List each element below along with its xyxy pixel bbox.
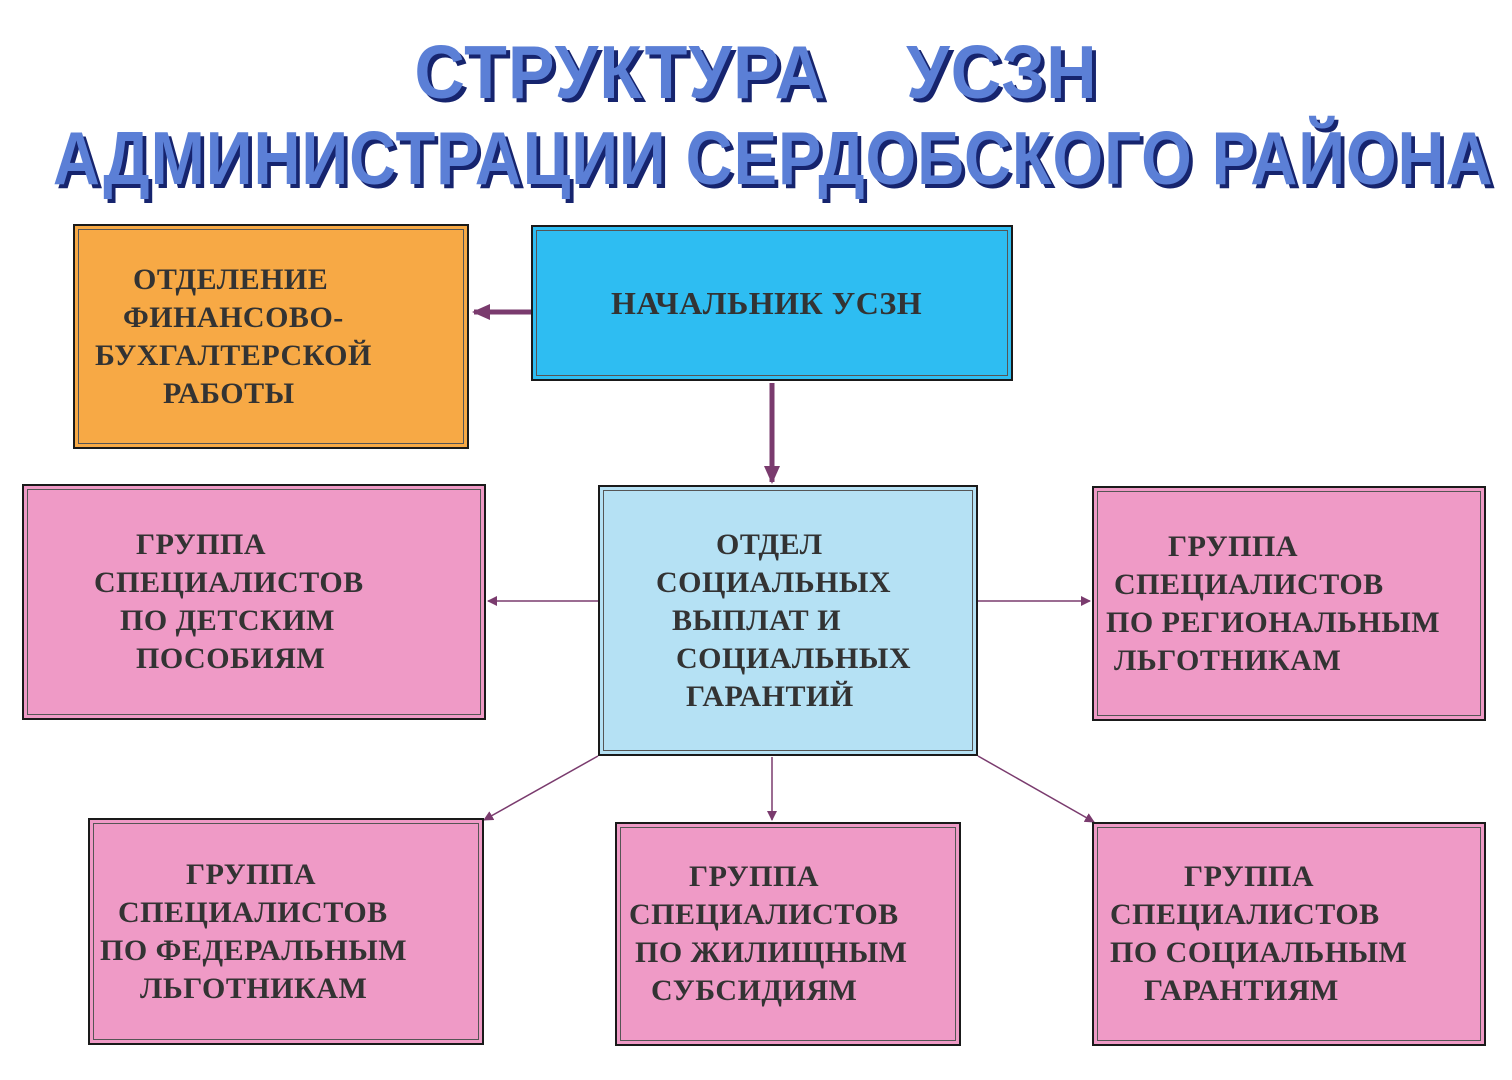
head-of-uszn-box: НАЧАЛЬНИК УСЗН xyxy=(531,225,1013,381)
title-line-2: АДМИНИСТРАЦИИ СЕРДОБСКОГО РАЙОНА xyxy=(52,115,1494,201)
department-line-5: ГАРАНТИЙ xyxy=(686,679,854,713)
housing-line-1: ГРУППА xyxy=(689,860,820,893)
guarantees-line-4: ГАРАНТИЯМ xyxy=(1144,974,1339,1007)
guarantees-line-1: ГРУППА xyxy=(1184,860,1315,893)
arrow-department-to-guarantees xyxy=(977,755,1095,823)
regional-line-4: ЛЬГОТНИКАМ xyxy=(1114,643,1342,677)
housing-line-4: СУБСИДИЯМ xyxy=(651,974,858,1007)
guarantees-line-2: СПЕЦИАЛИСТОВ xyxy=(1110,898,1380,931)
department-line-4: СОЦИАЛЬНЫХ xyxy=(676,641,911,675)
head-line-1: НАЧАЛЬНИК УСЗН xyxy=(611,285,923,321)
federal-beneficiaries-group-box: ГРУППА СПЕЦИАЛИСТОВ ПО ФЕДЕРАЛЬНЫМ ЛЬГОТ… xyxy=(88,818,484,1045)
regional-line-1: ГРУППА xyxy=(1168,529,1299,563)
housing-subsidies-group-box: ГРУППА СПЕЦИАЛИСТОВ ПО ЖИЛИЩНЫМ СУБСИДИЯ… xyxy=(615,822,961,1046)
regional-line-3: ПО РЕГИОНАЛЬНЫМ xyxy=(1106,605,1441,639)
housing-line-2: СПЕЦИАЛИСТОВ xyxy=(629,898,899,931)
child-line-1: ГРУППА xyxy=(136,528,267,561)
social-guarantees-group-box: ГРУППА СПЕЦИАЛИСТОВ ПО СОЦИАЛЬНЫМ ГАРАНТ… xyxy=(1092,822,1486,1046)
federal-line-3: ПО ФЕДЕРАЛЬНЫМ xyxy=(100,933,408,967)
finance-line-1: ОТДЕЛЕНИЕ xyxy=(133,262,329,296)
finance-line-2: ФИНАНСОВО- xyxy=(123,300,344,334)
child-line-2: СПЕЦИАЛИСТОВ xyxy=(94,566,364,599)
department-line-2: СОЦИАЛЬНЫХ xyxy=(656,565,891,599)
title-word-uszn: УСЗН xyxy=(906,29,1098,115)
guarantees-line-3: ПО СОЦИАЛЬНЫМ xyxy=(1110,936,1408,969)
department-line-3: ВЫПЛАТ И xyxy=(672,603,842,637)
finance-department-box: ОТДЕЛЕНИЕ ФИНАНСОВО- БУХГАЛТЕРСКОЙ РАБОТ… xyxy=(73,224,469,449)
regional-line-2: СПЕЦИАЛИСТОВ xyxy=(1114,567,1384,601)
child-line-4: ПОСОБИЯМ xyxy=(136,642,326,675)
finance-line-4: РАБОТЫ xyxy=(163,376,295,410)
title-word-structure: СТРУКТУРА xyxy=(414,29,827,115)
finance-line-3: БУХГАЛТЕРСКОЙ xyxy=(95,338,372,372)
title-line-1: СТРУКТУРА УСЗН xyxy=(0,29,1512,115)
federal-line-1: ГРУППА xyxy=(186,857,317,891)
arrow-department-to-federal xyxy=(483,755,599,821)
regional-beneficiaries-group-box: ГРУППА СПЕЦИАЛИСТОВ ПО РЕГИОНАЛЬНЫМ ЛЬГО… xyxy=(1092,486,1486,721)
department-line-1: ОТДЕЛ xyxy=(716,527,823,561)
social-payments-department-box: ОТДЕЛ СОЦИАЛЬНЫХ ВЫПЛАТ И СОЦИАЛЬНЫХ ГАР… xyxy=(598,485,978,756)
child-line-3: ПО ДЕТСКИМ xyxy=(120,604,335,637)
child-benefits-group-box: ГРУППА СПЕЦИАЛИСТОВ ПО ДЕТСКИМ ПОСОБИЯМ xyxy=(22,484,486,720)
housing-line-3: ПО ЖИЛИЩНЫМ xyxy=(635,936,908,969)
federal-line-2: СПЕЦИАЛИСТОВ xyxy=(118,895,388,929)
federal-line-4: ЛЬГОТНИКАМ xyxy=(140,971,368,1005)
